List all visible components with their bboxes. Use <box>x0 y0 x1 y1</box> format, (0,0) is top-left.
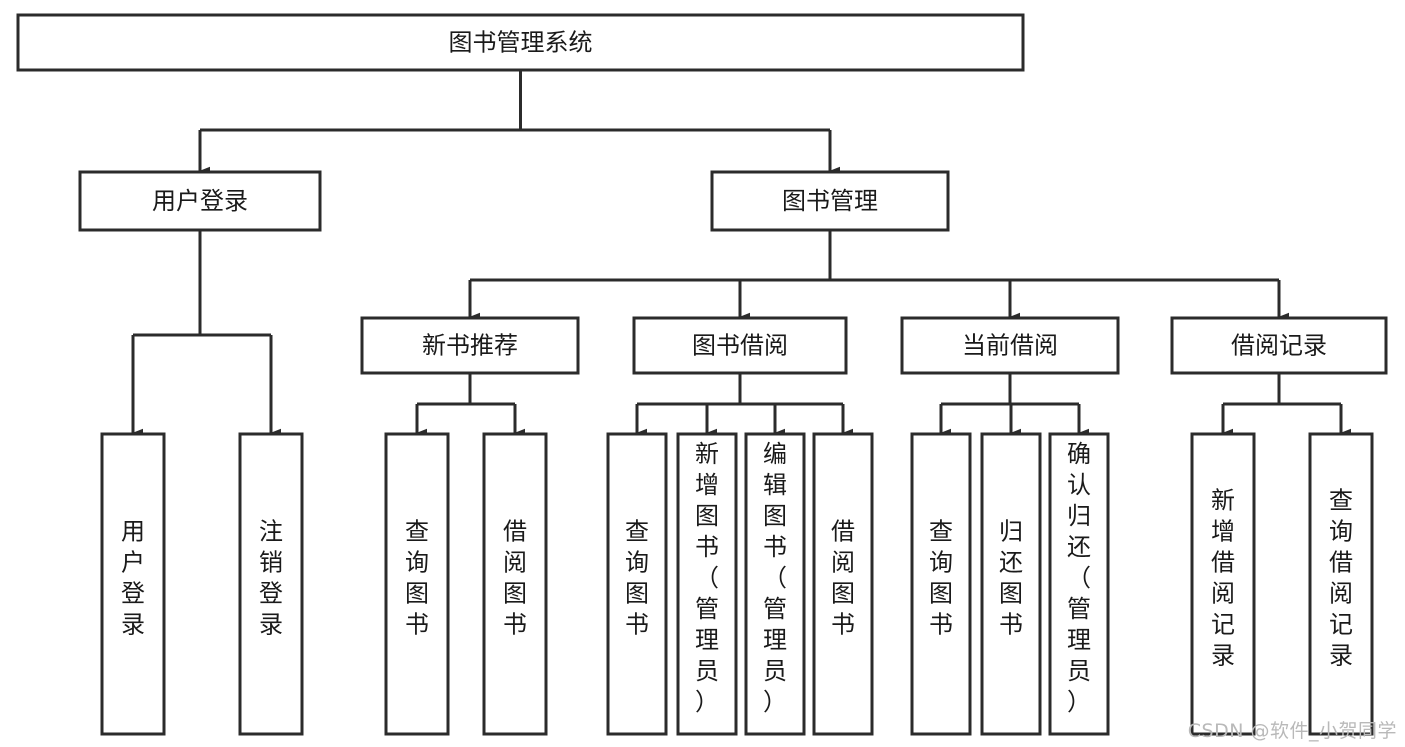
edge-group-new-book-recommend <box>415 373 526 438</box>
node-leaf-query-book-recommend[interactable]: 查询图书 <box>384 432 450 736</box>
node-leaf-add-borrow-record-label: 新增借阅记录 <box>1211 487 1235 670</box>
edge-group-borrow-records <box>1221 373 1352 438</box>
node-leaf-edit-book-label: 编辑图书（管理员） <box>763 440 787 716</box>
node-current-borrow-label: 当前借阅 <box>962 332 1058 360</box>
node-user-login-rect <box>78 170 322 232</box>
node-leaf-return-book[interactable]: 归还图书 <box>980 432 1042 736</box>
node-borrow-records-label: 借阅记录 <box>1231 332 1327 360</box>
connector-edges <box>131 70 1352 438</box>
node-new-book-recommend-rect <box>360 316 580 375</box>
node-leaf-confirm-return[interactable]: 确认归还（管理员） <box>1048 432 1110 736</box>
node-book-borrow[interactable]: 图书借阅 <box>632 316 848 375</box>
edge-group-book-borrow <box>635 373 854 438</box>
node-leaf-borrow-book-label: 借阅图书 <box>831 518 855 639</box>
node-leaf-query-book-borrow-rect <box>606 432 668 736</box>
node-root-label: 图书管理系统 <box>449 29 593 57</box>
node-current-borrow[interactable]: 当前借阅 <box>900 316 1120 375</box>
node-leaf-return-book-label: 归还图书 <box>999 518 1023 639</box>
node-current-borrow-rect <box>900 316 1120 375</box>
node-new-book-recommend[interactable]: 新书推荐 <box>360 316 580 375</box>
node-leaf-confirm-return-label: 确认归还（管理员） <box>1067 440 1091 716</box>
node-leaf-query-book-current-label: 查询图书 <box>929 518 953 639</box>
edge-group-book-management <box>468 230 1290 322</box>
node-leaf-confirm-return-rect <box>1048 432 1110 736</box>
node-borrow-records[interactable]: 借阅记录 <box>1170 316 1388 375</box>
node-leaf-borrow-book-rect <box>812 432 874 736</box>
node-leaf-add-borrow-record[interactable]: 新增借阅记录 <box>1190 432 1256 736</box>
node-leaf-query-book-current-rect <box>910 432 972 736</box>
node-borrow-records-rect <box>1170 316 1388 375</box>
node-leaf-query-book-borrow-label: 查询图书 <box>625 518 649 639</box>
node-leaf-add-book[interactable]: 新增图书（管理员） <box>676 432 738 736</box>
edge-group-root <box>198 70 841 176</box>
node-book-management-label: 图书管理 <box>782 187 878 215</box>
node-book-management[interactable]: 图书管理 <box>710 170 950 232</box>
node-root[interactable]: 图书管理系统 <box>16 13 1025 72</box>
node-leaf-user-login[interactable]: 用户登录 <box>100 432 166 736</box>
node-leaf-user-login-label: 用户登录 <box>121 518 145 639</box>
node-book-borrow-label: 图书借阅 <box>692 332 788 360</box>
node-root-rect <box>16 13 1025 72</box>
node-leaf-query-book-current[interactable]: 查询图书 <box>910 432 972 736</box>
node-user-login-label: 用户登录 <box>152 187 248 215</box>
edge-group-user-login <box>131 230 282 438</box>
node-leaf-borrow-book-recommend[interactable]: 借阅图书 <box>482 432 548 736</box>
node-leaf-query-book-recommend-rect <box>384 432 450 736</box>
node-leaf-edit-book-rect <box>744 432 806 736</box>
node-boxes: 图书管理系统用户登录图书管理新书推荐图书借阅当前借阅借阅记录用户登录注销登录查询… <box>16 13 1388 736</box>
node-book-borrow-rect <box>632 316 848 375</box>
node-leaf-logout[interactable]: 注销登录 <box>238 432 304 736</box>
node-leaf-query-borrow-record[interactable]: 查询借阅记录 <box>1308 432 1374 736</box>
edge-group-current-borrow <box>939 373 1090 438</box>
node-leaf-query-book-recommend-label: 查询图书 <box>405 518 429 639</box>
node-leaf-edit-book[interactable]: 编辑图书（管理员） <box>744 432 806 736</box>
node-leaf-logout-label: 注销登录 <box>259 518 283 639</box>
node-leaf-borrow-book-recommend-label: 借阅图书 <box>503 518 527 639</box>
node-leaf-logout-rect <box>238 432 304 736</box>
node-leaf-return-book-rect <box>980 432 1042 736</box>
node-leaf-add-borrow-record-rect <box>1190 432 1256 736</box>
node-leaf-user-login-rect <box>100 432 166 736</box>
node-leaf-add-book-rect <box>676 432 738 736</box>
node-new-book-recommend-label: 新书推荐 <box>422 332 518 360</box>
node-book-management-rect <box>710 170 950 232</box>
node-user-login[interactable]: 用户登录 <box>78 170 322 232</box>
node-leaf-borrow-book-recommend-rect <box>482 432 548 736</box>
node-leaf-borrow-book[interactable]: 借阅图书 <box>812 432 874 736</box>
node-leaf-query-borrow-record-rect <box>1308 432 1374 736</box>
watermark-text: CSDN @软件_小贺同学 <box>1187 720 1397 742</box>
node-leaf-query-borrow-record-label: 查询借阅记录 <box>1329 487 1353 670</box>
node-leaf-query-book-borrow[interactable]: 查询图书 <box>606 432 668 736</box>
node-leaf-add-book-label: 新增图书（管理员） <box>695 440 719 716</box>
